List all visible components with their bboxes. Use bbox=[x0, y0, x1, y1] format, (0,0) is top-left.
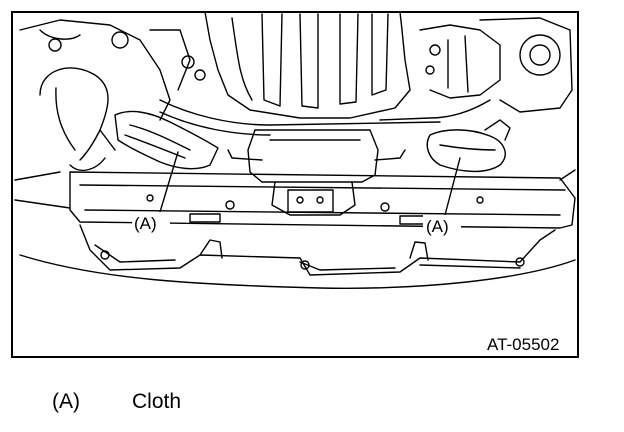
left-hose bbox=[39, 67, 109, 161]
callout-a-left: (A) bbox=[134, 214, 157, 233]
intake-manifold bbox=[204, 11, 411, 119]
line-art bbox=[14, 11, 576, 289]
callout-a-right: (A) bbox=[426, 217, 449, 236]
lower-support bbox=[79, 224, 556, 276]
engine-mount bbox=[247, 129, 379, 183]
leader-right bbox=[444, 157, 461, 216]
front-support-beam bbox=[69, 171, 576, 229]
legend-label: Cloth bbox=[132, 390, 182, 413]
legend: (A) Cloth bbox=[52, 390, 181, 414]
figure-frame bbox=[11, 11, 579, 358]
cloth-left bbox=[114, 110, 219, 170]
legend-key: (A) bbox=[52, 390, 80, 413]
figure-id-label: AT-05502 bbox=[487, 335, 559, 354]
cloth-right bbox=[426, 129, 506, 173]
leader-left bbox=[159, 151, 179, 213]
